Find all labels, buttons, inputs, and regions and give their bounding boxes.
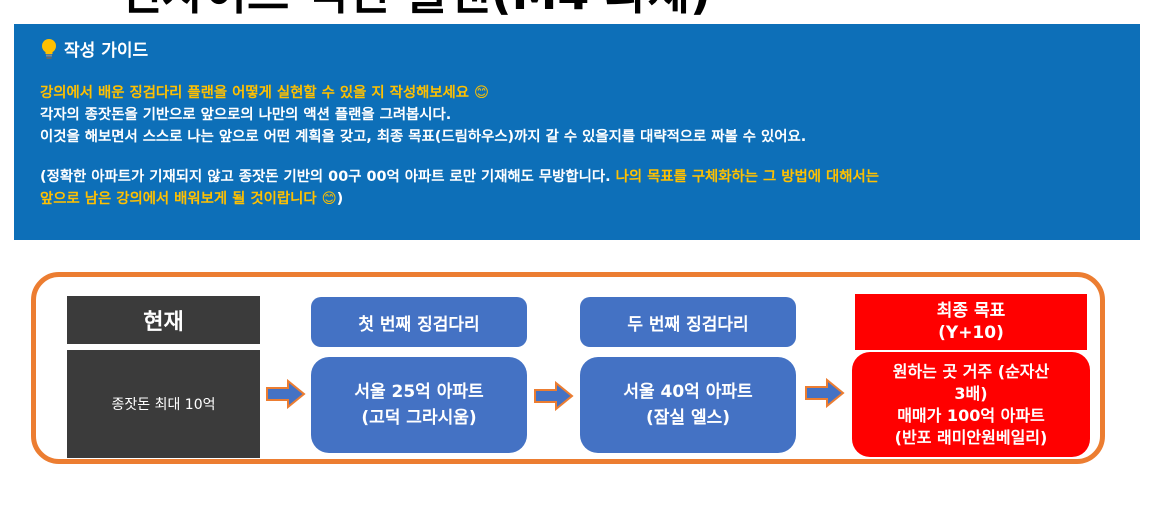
- arrow-right-icon: [266, 379, 306, 409]
- guide-line-3: 이것을 해보면서 스스로 나는 앞으로 어떤 계획을 갖고, 최종 목표(드림하…: [40, 129, 807, 145]
- step1-content-line2: (고덕 그라시움): [361, 408, 477, 428]
- step2-header: 두 번째 징검다리: [580, 297, 796, 347]
- final-goal-header: 최종 목표 (Y+10): [855, 294, 1087, 350]
- final-goal-header-line1: 최종 목표: [936, 301, 1006, 321]
- final-goal-content-line1: 원하는 곳 거주 (순자산: [892, 361, 1050, 381]
- guide-line-1: 강의에서 배운 징검다리 플랜을 어떻게 실현할 수 있을 지 작성해보세요 😊: [40, 85, 490, 101]
- guide-line-4-white: (정확한 아파트가 기재되지 않고 종잣돈 기반의 00구 00억 아파트 로만…: [40, 169, 611, 185]
- step2-content-line2: (잠실 엘스): [645, 408, 731, 428]
- current-content-label: 종잣돈 최대 10억: [111, 397, 216, 413]
- final-goal-content-line2: 3배): [954, 383, 988, 403]
- lightbulb-icon: [40, 38, 58, 60]
- final-goal-content: 원하는 곳 거주 (순자산 3배) 매매가 100억 아파트 (반포 래미안원베…: [852, 352, 1090, 457]
- step1-header: 첫 번째 징검다리: [311, 297, 527, 347]
- guide-heading-label: 작성 가이드: [64, 41, 149, 61]
- step2-content-line1: 서울 40억 아파트: [623, 382, 753, 402]
- guide-line-2: 각자의 종잣돈을 기반으로 앞으로의 나만의 액션 플랜을 그려봅시다.: [40, 107, 452, 123]
- current-header: 현재: [67, 296, 260, 344]
- step1-content-line1: 서울 25억 아파트: [354, 382, 484, 402]
- guide-heading: 작성 가이드: [40, 36, 148, 61]
- step1-content: 서울 25억 아파트 (고덕 그라시움): [311, 357, 527, 453]
- guide-text: 강의에서 배운 징검다리 플랜을 어떻게 실현할 수 있을 지 작성해보세요 😊…: [40, 82, 1130, 210]
- final-goal-header-line2: (Y+10): [938, 323, 1004, 343]
- guide-line-4-yellow: 나의 목표를 구체화하는 그 방법에 대해서는: [610, 169, 879, 185]
- final-goal-content-line3: 매매가 100억 아파트: [897, 405, 1045, 425]
- guide-line-5-white: ): [336, 191, 344, 207]
- guide-line-5: 앞으로 남은 강의에서 배워보게 될 것이랍니다 😊): [40, 188, 1130, 210]
- guide-line-4: (정확한 아파트가 기재되지 않고 종잣돈 기반의 00구 00억 아파트 로만…: [40, 166, 1130, 188]
- arrow-right-icon: [805, 378, 845, 408]
- arrow-right-icon: [534, 381, 574, 411]
- plan-frame: [31, 272, 1105, 464]
- step2-content: 서울 40억 아파트 (잠실 엘스): [580, 357, 796, 453]
- page-title: 인사이트 액션 플랜(M4 과제): [120, 0, 880, 20]
- guide-panel: 작성 가이드 강의에서 배운 징검다리 플랜을 어떻게 실현할 수 있을 지 작…: [14, 24, 1140, 240]
- guide-line-5-yellow: 앞으로 남은 강의에서 배워보게 될 것이랍니다 😊: [40, 191, 337, 207]
- final-goal-content-line4: (반포 래미안원베일리): [894, 427, 1048, 447]
- current-content: 종잣돈 최대 10억: [67, 350, 260, 458]
